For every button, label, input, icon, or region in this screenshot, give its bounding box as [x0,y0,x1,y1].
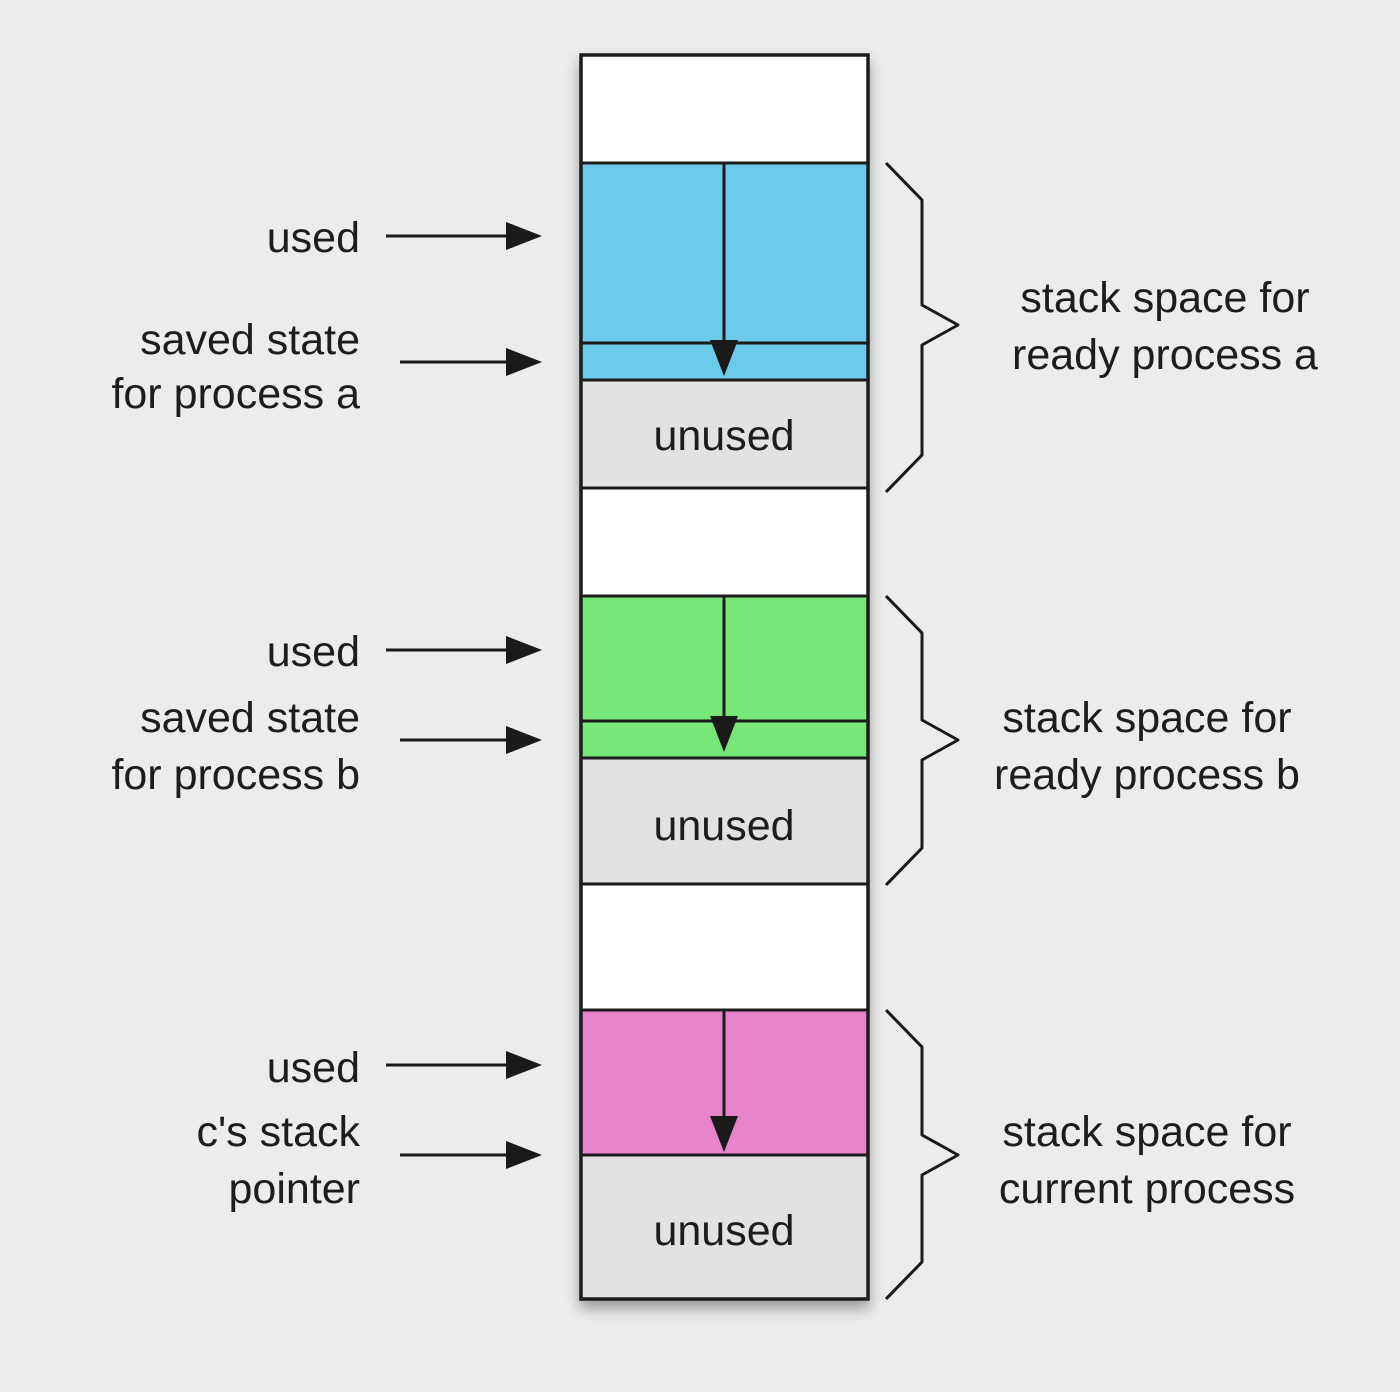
process-a-growth-arrowhead [710,340,738,376]
process-a-stack-space-label-line2: ready process a [1012,331,1318,379]
current-process-used-label: used [267,1044,360,1092]
current-process-growth-arrowhead [710,1116,738,1152]
process-a-unused-label: unused [653,412,794,460]
current-process-stack-space-label-line1: stack space for [1002,1108,1291,1156]
current-process-stack-space-label-line2: current process [999,1165,1295,1213]
process-a-saved-state-arrowhead [506,348,542,376]
left-pointer-arrowheads [506,222,542,1169]
free-region-top [579,53,870,165]
current-process-unused-label: unused [653,1207,794,1255]
current-process-used-arrowhead [506,1051,542,1079]
process-a-stack-space-label-line1: stack space for [1020,274,1309,322]
process-b-brace [884,594,960,887]
current-process-stack-pointer-arrowhead [506,1141,542,1169]
stack-border [579,53,870,1301]
free-region-middle [579,486,870,598]
process-b-growth-arrowhead [710,716,738,752]
current-process-brace [884,1008,960,1301]
process-b-stack-space-label-line1: stack space for [1002,694,1291,742]
process-b-unused-label: unused [653,802,794,850]
process-a-saved-state-label-line2: for process a [111,370,360,418]
current-process-stack-pointer-label-line2: pointer [229,1165,360,1213]
right-braces [884,161,960,1301]
left-pointer-arrows [386,234,512,1157]
process-b-saved-state-label-line2: for process b [111,751,360,799]
process-b-stack-space-label-line2: ready process b [994,751,1300,799]
process-a-used-arrowhead [506,222,542,250]
process-a-saved-state-label-line1: saved state [140,316,360,364]
process-b-saved-state-label-line1: saved state [140,694,360,742]
current-process-stack-pointer-label-line1: c's stack [196,1108,360,1156]
process-a-used-label: used [267,214,360,262]
process-b-used-label: used [267,628,360,676]
process-b-saved-state-arrowhead [506,726,542,754]
free-region-lower [579,882,870,1012]
process-a-brace [884,161,960,494]
process-b-used-arrowhead [506,636,542,664]
